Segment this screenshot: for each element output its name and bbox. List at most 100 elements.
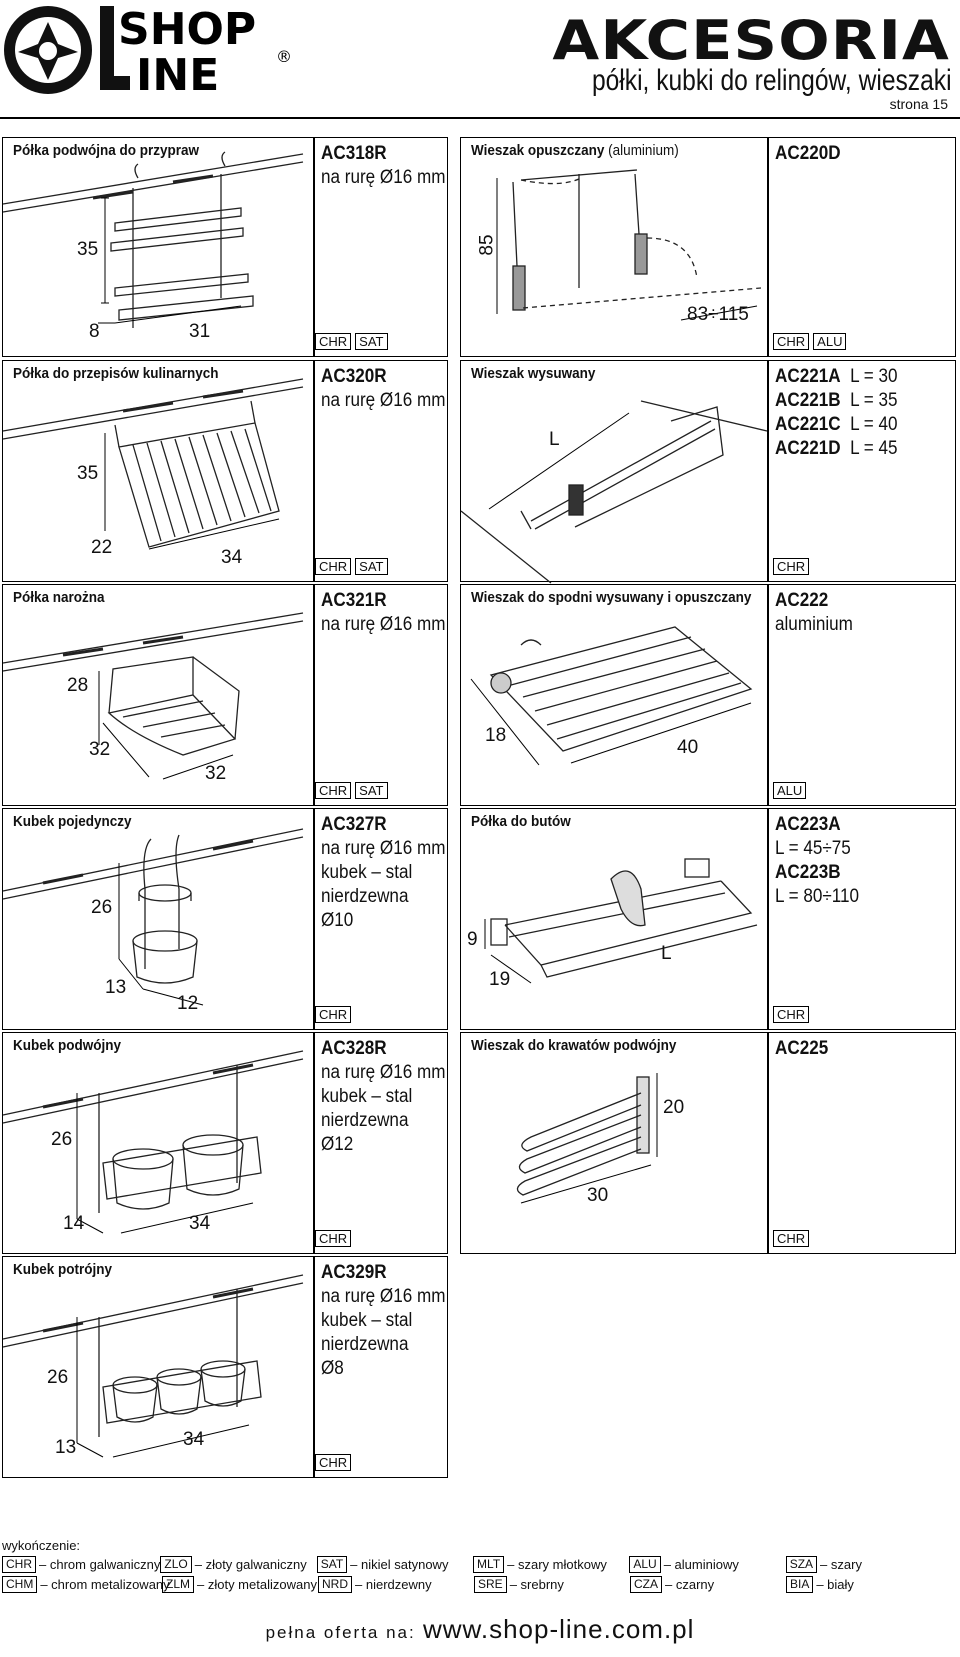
finish-badge: CHR — [315, 1230, 352, 1247]
finish-badge: CHR — [315, 782, 352, 799]
product-code: AC329R — [321, 1262, 387, 1283]
legend-item: CHR– chrom galwaniczny — [2, 1555, 160, 1573]
product-card-ac329r: Kubek potrójny AC329R na rurę Ø16 mm kub… — [2, 1256, 448, 1478]
product-code: AC221D — [775, 438, 841, 459]
product-name: Kubek potrójny — [13, 1261, 113, 1278]
recipe-shelf-drawing — [2, 378, 304, 550]
product-name: Wieszak wysuwany — [471, 365, 596, 382]
finish-badge: SAT — [355, 333, 388, 350]
footer: pełna oferta na: www.shop-line.com.pl — [0, 1614, 960, 1645]
product-length: L = 30 — [850, 366, 898, 387]
product-card-ac223: Półka do butów AC223A L = 45÷75 AC223B L… — [460, 808, 956, 1030]
finish-badges: CHR — [773, 1230, 810, 1247]
legend-item: SZA– szary — [785, 1555, 942, 1573]
product-card-ac221: Wieszak wysuwany AC221A L = 30 AC221B L … — [460, 360, 956, 584]
dim-height: 26 — [51, 1129, 73, 1150]
page-number: strona 15 — [889, 96, 948, 112]
product-desc: Ø10 — [321, 910, 354, 931]
product-desc: L = 45÷75 — [775, 838, 851, 859]
footer-prefix: pełna oferta na: — [265, 1623, 416, 1642]
product-card-ac220d: Wieszak opuszczany (aluminium) AC220D 85… — [460, 137, 956, 357]
product-name: Kubek pojedynczy — [13, 813, 132, 830]
product-code: AC221C — [775, 414, 841, 435]
finish-badges: CHR SAT — [315, 333, 388, 350]
legend-item: ZLM– złoty metalizowany — [162, 1575, 318, 1593]
product-name: Półka do butów — [471, 813, 571, 830]
product-desc: L = 80÷110 — [775, 886, 860, 907]
product-card-ac318r: Półka podwójna do przypraw AC318R na rur… — [2, 137, 448, 357]
product-name-note: (aluminium) — [608, 142, 679, 159]
finish-badge: CHR — [773, 1230, 810, 1247]
dim-depth: 14 — [63, 1213, 85, 1234]
finish-badge: SAT — [355, 782, 388, 799]
finish-badges: CHR ALU — [773, 333, 847, 350]
dim-height: 20 — [663, 1097, 685, 1118]
product-desc: kubek – stal — [321, 1310, 413, 1331]
spice-shelf-drawing — [2, 151, 304, 328]
single-cup-drawing — [2, 828, 304, 1006]
legend-item: CHM– chrom metalizowany — [2, 1575, 170, 1593]
triple-cup-drawing — [2, 1274, 304, 1458]
product-code: AC222 — [775, 590, 829, 611]
dim-width: 31 — [189, 321, 211, 342]
product-desc: na rurę Ø16 mm — [321, 838, 446, 859]
product-code: AC223B — [775, 862, 841, 883]
finish-badge: CHR — [773, 1006, 810, 1023]
product-desc: na rurę Ø16 mm — [321, 167, 446, 188]
product-card-ac225: Wieszak do krawatów podwójny AC225 20 30… — [460, 1032, 956, 1254]
dim-width: 34 — [189, 1213, 211, 1234]
dim-depth: 32 — [89, 739, 111, 760]
product-length: L = 40 — [850, 414, 898, 435]
legend-item: CZA– czarny — [630, 1575, 786, 1593]
dim-width: 32 — [205, 763, 227, 784]
brand-title: AKCESORIA — [552, 9, 950, 72]
finish-badge: CHR — [773, 333, 810, 350]
product-desc: na rurę Ø16 mm — [321, 390, 446, 411]
finish-badge: CHR — [315, 558, 352, 575]
finish-legend: CHR– chrom galwaniczny ZLO– złoty galwan… — [2, 1554, 942, 1594]
logo-top-text: SHOP — [118, 4, 256, 55]
finish-badge: CHR — [773, 558, 810, 575]
product-desc: nierdzewna — [321, 1334, 409, 1355]
website-link[interactable]: www.shop-line.com.pl — [422, 1614, 695, 1644]
dim-depth: 22 — [91, 537, 113, 558]
dim-width: 34 — [183, 1429, 205, 1450]
corner-shelf-drawing — [2, 612, 304, 780]
product-code: AC221B — [775, 390, 841, 411]
shoe-rack-drawing — [484, 858, 758, 984]
dim-height: 9 — [467, 929, 478, 950]
product-desc: na rurę Ø16 mm — [321, 1062, 446, 1083]
dim-height: 26 — [47, 1367, 69, 1388]
product-code: AC321R — [321, 590, 387, 611]
dim-height: 35 — [77, 463, 99, 484]
finish-badge: CHR — [315, 333, 352, 350]
dim-width: 12 — [177, 993, 199, 1014]
trouser-rack-drawing — [470, 626, 753, 766]
legend-item: SRE– srebrny — [474, 1575, 630, 1593]
dim-depth: 19 — [489, 969, 511, 990]
legend-item: NRD– nierdzewny — [318, 1575, 474, 1593]
legend-item: BIA– biały — [786, 1575, 942, 1593]
finish-badges: CHR — [773, 558, 810, 575]
dim-height: 35 — [77, 239, 99, 260]
legend-item: SAT– nikiel satynowy — [316, 1555, 473, 1573]
finish-badge: CHR — [315, 1454, 352, 1471]
product-length: L = 35 — [850, 390, 898, 411]
finish-badges: CHR — [315, 1230, 352, 1247]
product-name: Wieszak do spodni wysuwany i opuszczany — [471, 589, 752, 606]
dim-width: 40 — [677, 737, 699, 758]
shopline-logo: SHOP INE ® — [0, 0, 320, 101]
product-desc: nierdzewna — [321, 1110, 409, 1131]
product-name: Półka narożna — [13, 589, 105, 606]
dim-length: L — [661, 943, 672, 964]
dim-range: 83÷115 — [687, 304, 749, 325]
product-desc: kubek – stal — [321, 862, 413, 883]
product-name: Wieszak opuszczany — [471, 142, 605, 159]
pulldown-wardrobe-lift-drawing — [496, 169, 762, 321]
product-card-ac327r: Kubek pojedynczy AC327R na rurę Ø16 mm k… — [2, 808, 448, 1030]
finish-badges: CHR — [773, 1006, 810, 1023]
dim-height: 28 — [67, 675, 89, 696]
product-name: Półka podwójna do przypraw — [13, 142, 200, 159]
product-code: AC221A — [775, 366, 841, 387]
finish-badge: CHR — [315, 1006, 352, 1023]
